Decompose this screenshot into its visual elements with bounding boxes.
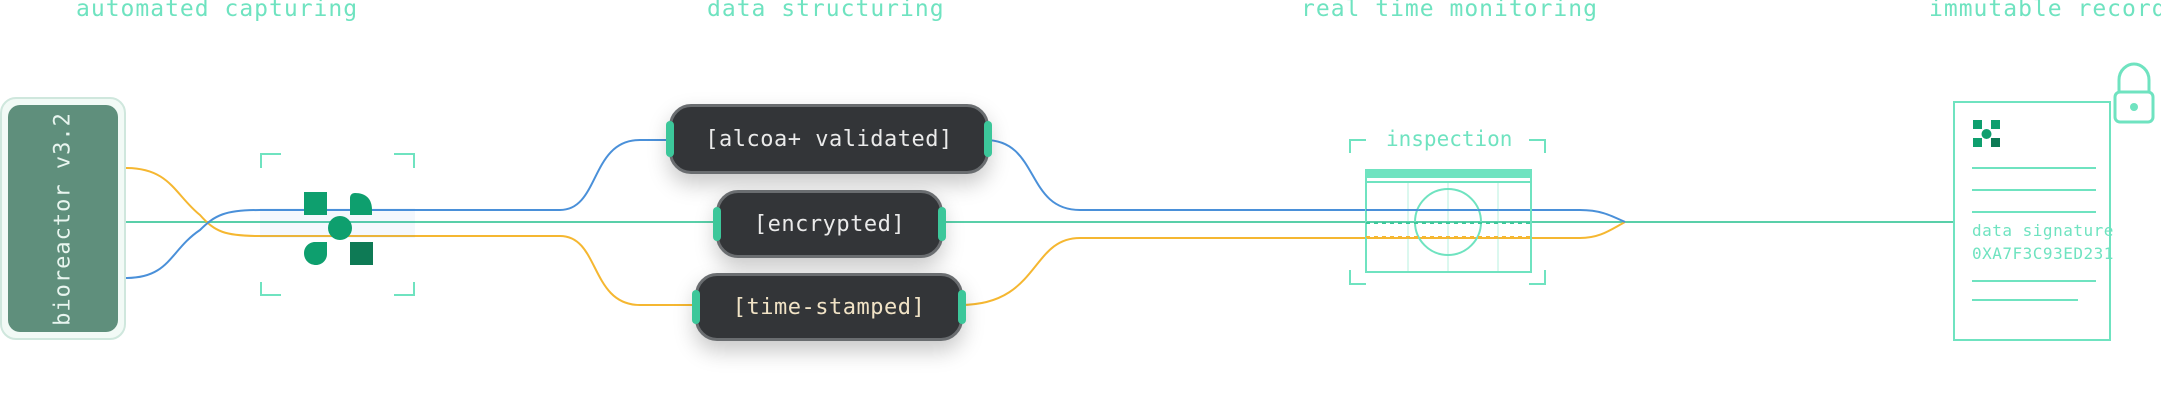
immutable-record-document: data signature 0XA7F3C93ED231 — [1953, 101, 2114, 341]
wire-orange — [125, 167, 700, 306]
record-line — [1972, 280, 2096, 282]
wire-blue — [125, 139, 675, 279]
inspection-dashed-lines — [1366, 209, 1531, 238]
pill-encrypted: [encrypted] — [713, 190, 946, 258]
stage-label-structuring: data structuring — [707, 0, 945, 22]
record-line — [1972, 189, 2096, 191]
pill-cap-right — [958, 290, 966, 324]
inspection-frame — [1349, 139, 1546, 285]
record-logo-icon — [1973, 120, 2000, 147]
inspection-label: inspection — [1386, 127, 1513, 151]
bioreactor-label: bioreactor v3.2 — [50, 111, 76, 326]
record-line — [1972, 299, 2078, 301]
stage-label-monitoring: real time monitoring — [1301, 0, 1598, 22]
stage-label-record: immutable record — [1929, 0, 2161, 22]
pill-time-stamped: [time-stamped] — [692, 273, 966, 341]
scan-frame-icon — [260, 153, 415, 296]
wire-orange-out — [959, 221, 1626, 306]
lock-icon — [2113, 62, 2155, 124]
pill-label: [alcoa+ validated] — [705, 126, 953, 152]
logo-mark-icon — [304, 192, 373, 265]
pill-alcoa-validated: [alcoa+ validated] — [666, 104, 992, 174]
stage-label-capturing: automated capturing — [76, 0, 359, 22]
pill-cap-left — [666, 121, 674, 157]
pill-cap-left — [692, 290, 700, 324]
signature-value: 0XA7F3C93ED231 — [1972, 244, 2114, 263]
pill-label: [encrypted] — [753, 211, 906, 237]
pill-cap-right — [938, 207, 946, 241]
wire-blue-out — [984, 139, 1626, 223]
record-line — [1972, 211, 2096, 213]
pill-label: [time-stamped] — [732, 294, 926, 320]
signature-label: data signature — [1972, 221, 2114, 240]
inspection-header-bar — [1366, 170, 1531, 178]
pill-cap-left — [713, 207, 721, 241]
bioreactor-device: bioreactor v3.2 — [0, 97, 126, 340]
record-line — [1972, 167, 2096, 169]
pill-cap-right — [984, 121, 992, 157]
